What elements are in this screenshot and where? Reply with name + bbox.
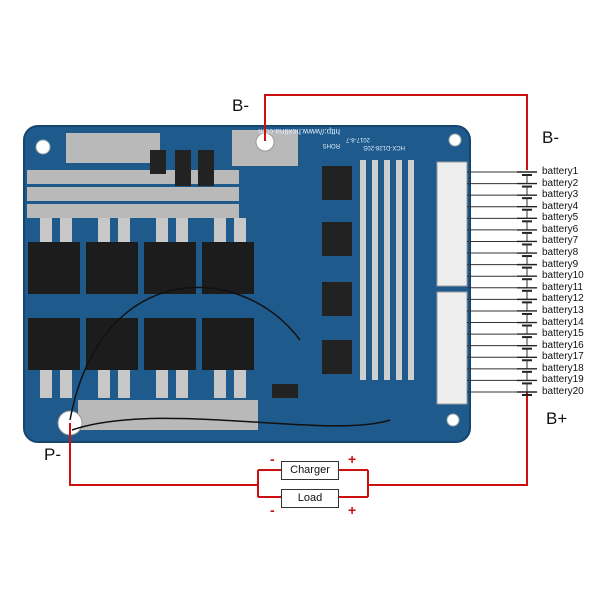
jumper-wire: [71, 417, 391, 431]
pcb-rohs: ROHS: [323, 142, 340, 148]
battery-cell-label: battery2: [542, 177, 579, 189]
ic-chip: [322, 222, 352, 256]
b-plus-label: B+: [546, 409, 568, 428]
pcb-board: http://www.hcxtina.com HCX-D128-20S 2017…: [23, 125, 471, 443]
jumper-wire: [69, 286, 301, 421]
charger-box: Charger: [281, 461, 339, 480]
wiring: [69, 94, 528, 498]
b-minus-label-left: B-: [232, 96, 249, 115]
battery-cell-label: battery1: [542, 166, 579, 177]
battery-cell-label: battery17: [542, 351, 584, 363]
ic-chip: [322, 340, 352, 374]
battery-cell-label: battery16: [542, 339, 584, 351]
battery-stack: [467, 171, 537, 396]
charger-plus-sign: +: [348, 451, 357, 467]
mount-hole: [35, 139, 51, 155]
mount-hole: [448, 133, 462, 147]
ic-chip: [322, 282, 352, 316]
load-box: Load: [281, 489, 339, 508]
smd-array: [360, 160, 414, 380]
load-plus-sign: +: [348, 502, 357, 518]
battery-cell-label: battery3: [542, 189, 579, 201]
resistor: [175, 150, 191, 186]
mount-hole: [446, 413, 460, 427]
battery-cell-label: battery7: [542, 235, 579, 247]
resistor: [198, 150, 214, 186]
battery-cell-label: battery20: [542, 386, 584, 397]
battery-cell-label: battery6: [542, 223, 579, 235]
copper-pad: [27, 204, 239, 218]
copper-pad: [78, 400, 258, 430]
resistor: [150, 150, 166, 174]
battery-cell-label: battery15: [542, 328, 584, 340]
load-minus-sign: -: [270, 502, 275, 518]
battery-cell-label: battery4: [542, 200, 579, 212]
balance-connector: [436, 291, 468, 405]
pcb-url: http://www.hcxtina.com: [258, 127, 340, 136]
battery-cell-label: battery12: [542, 293, 584, 305]
p-minus-label: P-: [44, 445, 61, 464]
copper-pad: [66, 133, 160, 163]
pcb-date: 2017-8-7: [345, 136, 370, 142]
battery-cell-label: battery5: [542, 212, 579, 224]
b-minus-label-right: B-: [542, 128, 559, 147]
diode: [272, 384, 298, 398]
copper-pad: [27, 187, 239, 201]
charger-minus-sign: -: [270, 451, 275, 467]
battery-cell-label: battery18: [542, 362, 584, 374]
b-minus-wire: [264, 94, 528, 170]
battery-cell-label: battery9: [542, 258, 579, 270]
battery-cell-label: battery19: [542, 374, 584, 386]
b-plus-wire: [368, 392, 528, 486]
pcb-board-id: HCX-D128-20S: [363, 144, 405, 150]
battery-cell-label: battery11: [542, 281, 583, 293]
battery-cell-label: battery8: [542, 247, 579, 259]
mosfet-row-bottom: [28, 318, 254, 398]
balance-connector: [436, 161, 468, 287]
ic-chip: [322, 166, 352, 200]
battery-cell-label: battery14: [542, 316, 584, 328]
mosfet-row-top: [28, 218, 254, 294]
p-minus-wire: [69, 423, 258, 486]
battery-cell-label: battery10: [542, 270, 584, 282]
battery-cell-label: battery13: [542, 304, 584, 316]
